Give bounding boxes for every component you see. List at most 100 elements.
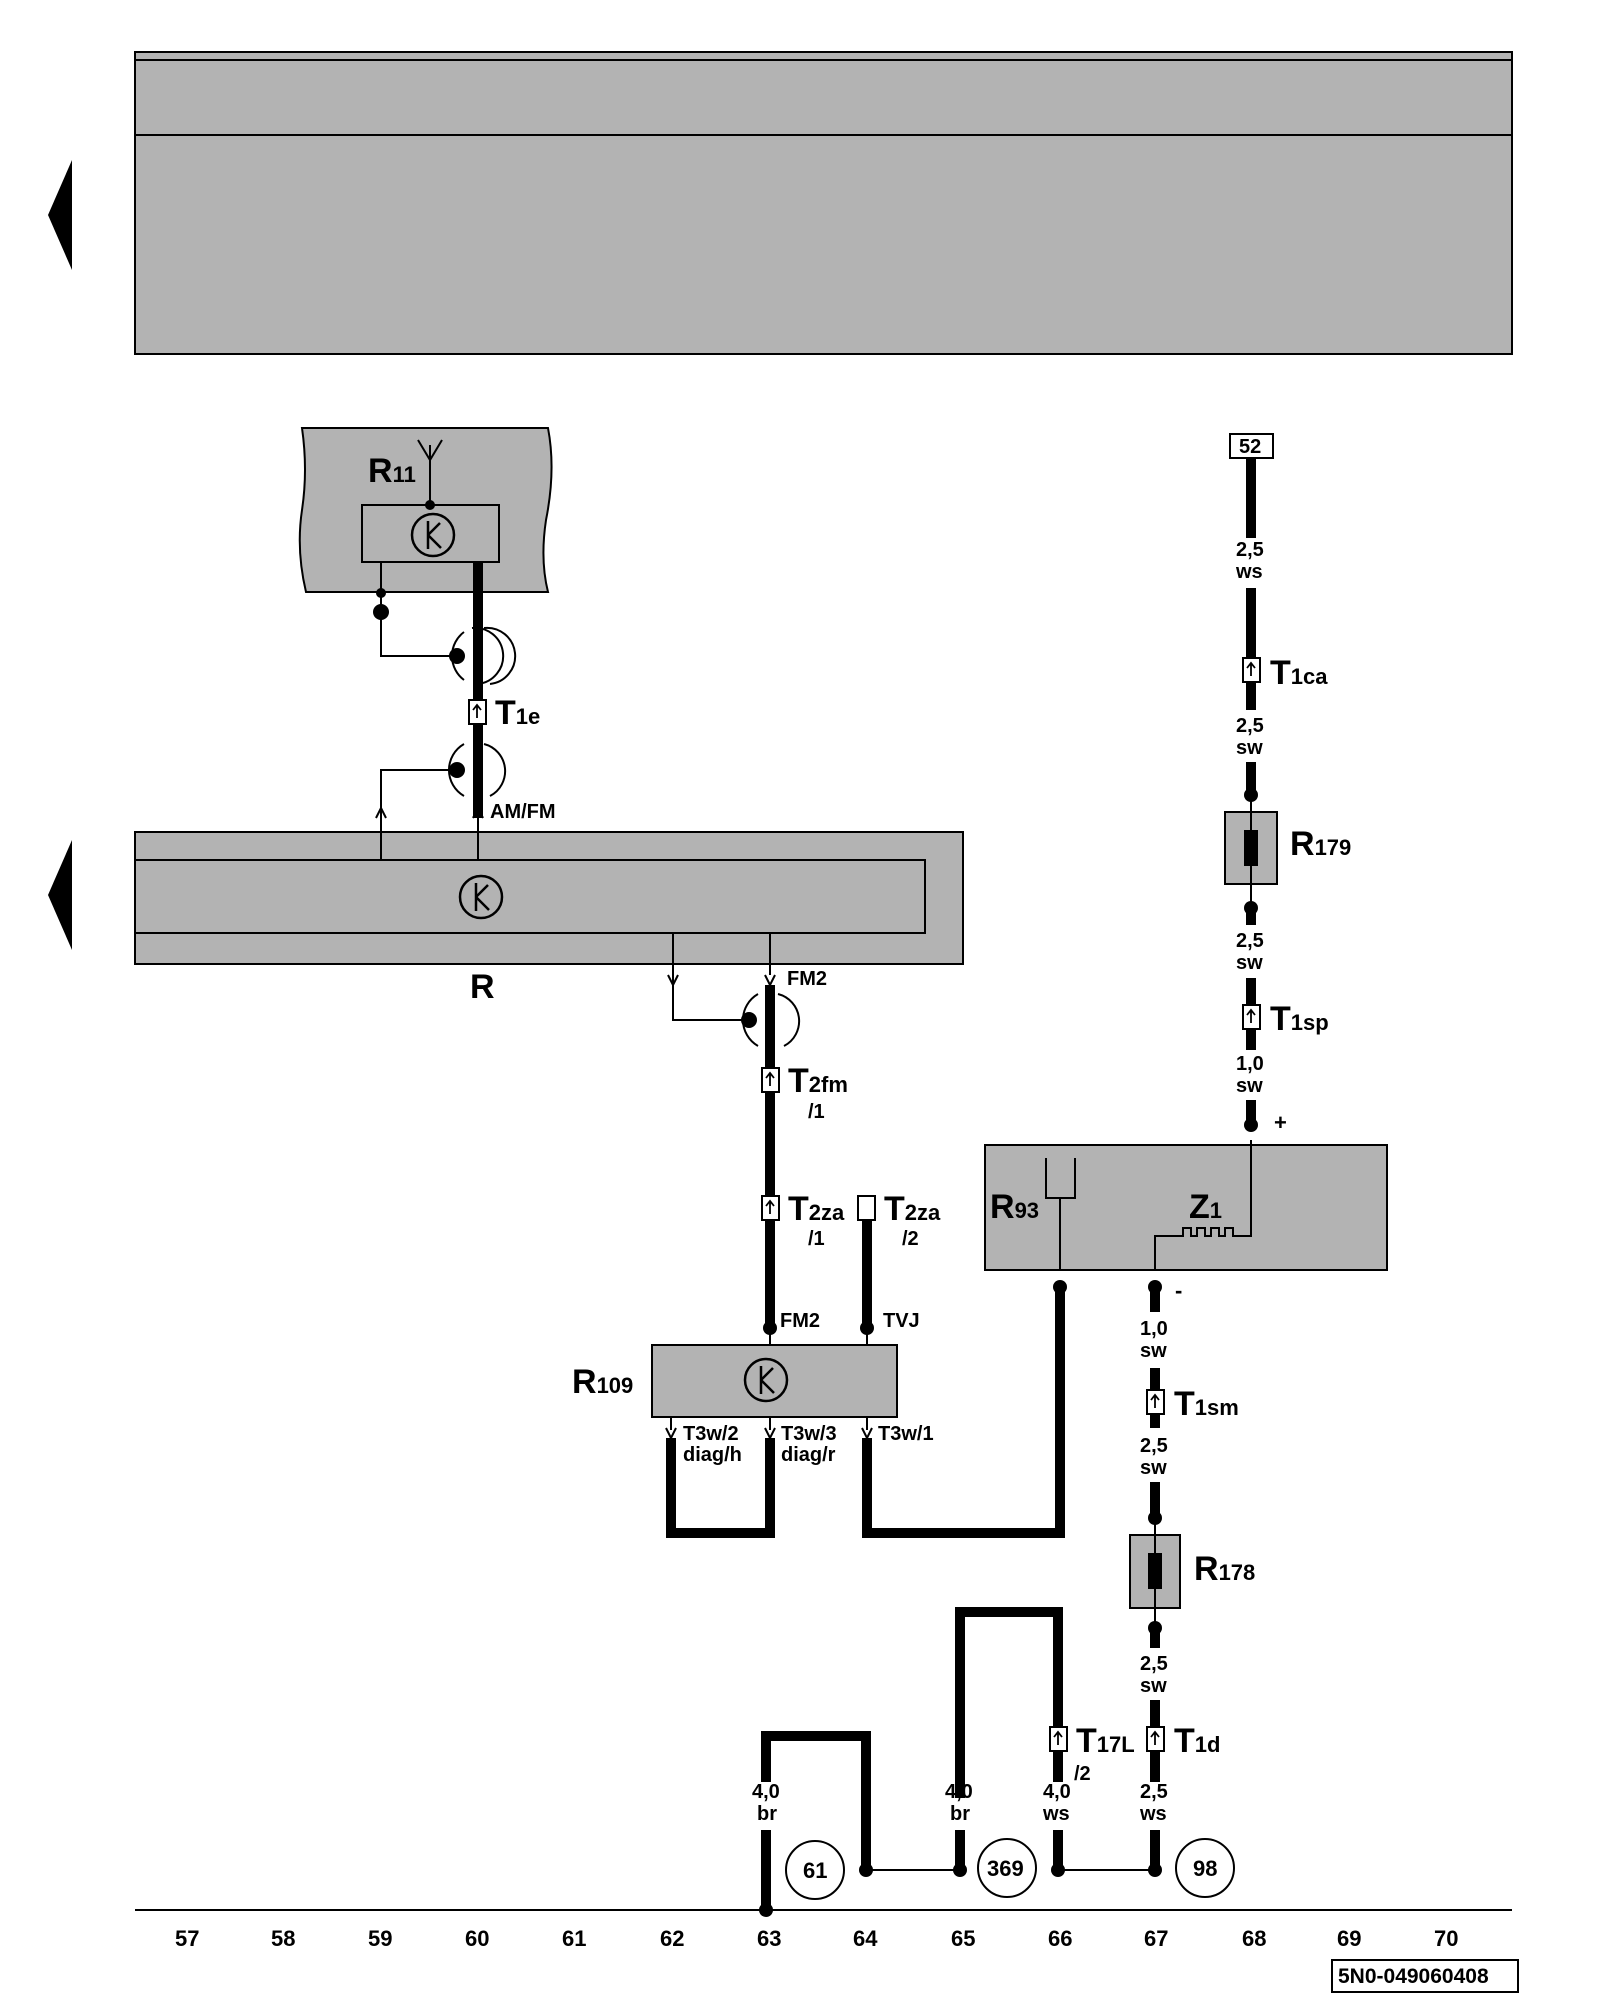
fm2-shield-ring [741,993,801,1047]
r93-label: R93 [990,1188,1039,1226]
pin-diag-r-label: diag/r [781,1444,836,1466]
shield-connection-2 [380,769,457,818]
w2-color: sw [1236,737,1263,759]
track-58: 58 [271,1926,295,1951]
w6-color: sw [1140,1457,1167,1479]
t2fm-label: T2fm [788,1062,848,1100]
w8-size: 2,5 [1140,1781,1168,1803]
ground-369-label: 369 [987,1856,1024,1881]
track-70: 70 [1434,1926,1458,1951]
t2fm-arrow-icon [765,1071,775,1086]
track-64: 64 [853,1926,878,1951]
w3-color: sw [1236,952,1263,974]
radio-r-transistor-icon [458,874,504,920]
header-panel [134,51,1513,355]
fm2-shield-node [741,1012,757,1028]
ground-61-label: 61 [803,1858,827,1883]
w7-size: 2,5 [1140,1653,1168,1675]
r179-element-icon [1244,830,1258,866]
w9-size: 4,0 [752,1781,780,1803]
track-69: 69 [1337,1926,1361,1951]
pin-t3w1-label: T3w/1 [878,1423,934,1445]
ground-61-circle[interactable] [785,1840,845,1900]
ground-98-label: 98 [1193,1856,1217,1881]
r178-label: R178 [1194,1550,1255,1588]
r93-bottom-node [1053,1280,1067,1294]
r-pin-fm2-icon [764,974,776,988]
pin-tvj-label: TVJ [883,1310,920,1332]
track-65: 65 [951,1926,975,1951]
pin-t3w3-label: T3w/3 [781,1423,837,1445]
radio-r-module [134,859,926,934]
minus-label: - [1175,1278,1182,1303]
t2za2-pin-label: /2 [902,1228,919,1250]
w1-color: ws [1235,561,1263,583]
r179-label: R179 [1290,825,1351,863]
t3w1-to-r93-wire [862,1285,1065,1538]
ground-369-circle[interactable] [977,1838,1037,1898]
r109-label: R109 [572,1363,633,1401]
r109-transistor-mark-icon [759,1366,775,1394]
t17l-pin-label: /2 [1074,1763,1091,1785]
w6-size: 2,5 [1140,1435,1168,1457]
plus-label: + [1274,1110,1287,1135]
radio-r-transistor-mark-icon [474,883,490,911]
t2za1-arrow-icon [765,1199,775,1214]
previous-page-arrow-icon[interactable] [48,160,72,270]
ground-98-circle[interactable] [1175,1838,1235,1898]
t2fm-pin-label: /1 [808,1101,825,1123]
track-59: 59 [368,1926,392,1951]
track-numbers: 57 58 59 60 61 62 63 64 65 66 67 68 69 7… [175,1926,1458,1951]
t1sm-arrow-icon [1150,1393,1160,1408]
w9-color: br [757,1803,777,1825]
r93-panel [984,1144,1388,1271]
t1sp-label: T1sp [1270,1000,1329,1038]
track-63: 63 [757,1926,781,1951]
pin-fm2-top-label: FM2 [787,968,827,990]
t1ca-label: T1ca [1270,654,1328,692]
r11-antenna-icon [417,439,443,505]
r11-transistor-mark-icon [426,521,442,549]
pin-diag-h-label: diag/h [683,1444,742,1466]
t2za2-label: T2za [884,1190,941,1228]
w1-size: 2,5 [1236,539,1264,561]
doc-id: 5N0-049060408 [1338,1965,1489,1988]
t1sm-label: T1sm [1174,1385,1239,1423]
r11-transistor-icon [410,512,456,558]
t1d-arrow-icon [1150,1730,1160,1745]
r11-label: R11 [368,452,416,490]
r178-element-icon [1148,1553,1162,1589]
w4-color: sw [1236,1075,1263,1097]
br-loop-63-64 [761,1731,871,1870]
w10-color: br [950,1803,970,1825]
shield-ring-1 [451,626,517,685]
shield-node-1 [376,588,386,598]
pin-t3w2-label: T3w/2 [683,1423,739,1445]
t1sp-arrow-icon [1246,1008,1256,1023]
track-68: 68 [1242,1926,1266,1951]
track-66: 66 [1048,1926,1072,1951]
w10-size: 4,0 [945,1781,973,1803]
r93-antenna-symbol-icon [1045,1158,1076,1270]
track-57: 57 [175,1926,199,1951]
t1d-label: T1d [1174,1722,1220,1760]
shield-ring-node-2 [449,762,465,778]
z1-label: Z1 [1189,1188,1222,1226]
t2za1-pin-label: /1 [808,1228,825,1250]
doc-id-box [1331,1959,1519,1993]
radio-r-label: R [470,968,495,1006]
r109-transistor-icon [743,1357,789,1403]
fm2-shield-link [672,985,749,1021]
ref-52-label: 52 [1239,436,1261,458]
w3-size: 2,5 [1236,930,1264,952]
w11-size: 4,0 [1043,1781,1071,1803]
t2za2-connector[interactable] [857,1195,876,1221]
shield-connection-1 [380,612,457,657]
component-r-arrow-icon[interactable] [48,840,72,950]
r109-panel [651,1344,898,1418]
w4-size: 1,0 [1236,1053,1264,1075]
r-pin-amfm-icon [472,805,484,819]
track-60: 60 [465,1926,489,1951]
w11-color: ws [1042,1803,1070,1825]
